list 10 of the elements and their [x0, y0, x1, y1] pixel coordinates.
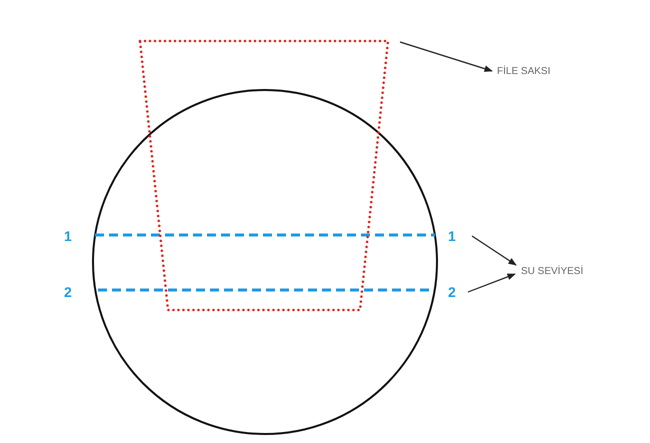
net-pot-outline [138, 39, 390, 313]
leader-arrow [400, 41, 493, 72]
callout-label: SU SEVİYESİ [521, 266, 584, 278]
level-number: 2 [448, 284, 456, 300]
level-number: 1 [448, 228, 456, 244]
callout-label: FİLE SAKSI [497, 66, 550, 78]
leader-arrow [468, 273, 516, 293]
level-number: 2 [64, 284, 72, 300]
leader-arrow [472, 236, 517, 266]
level-number: 1 [64, 228, 72, 244]
